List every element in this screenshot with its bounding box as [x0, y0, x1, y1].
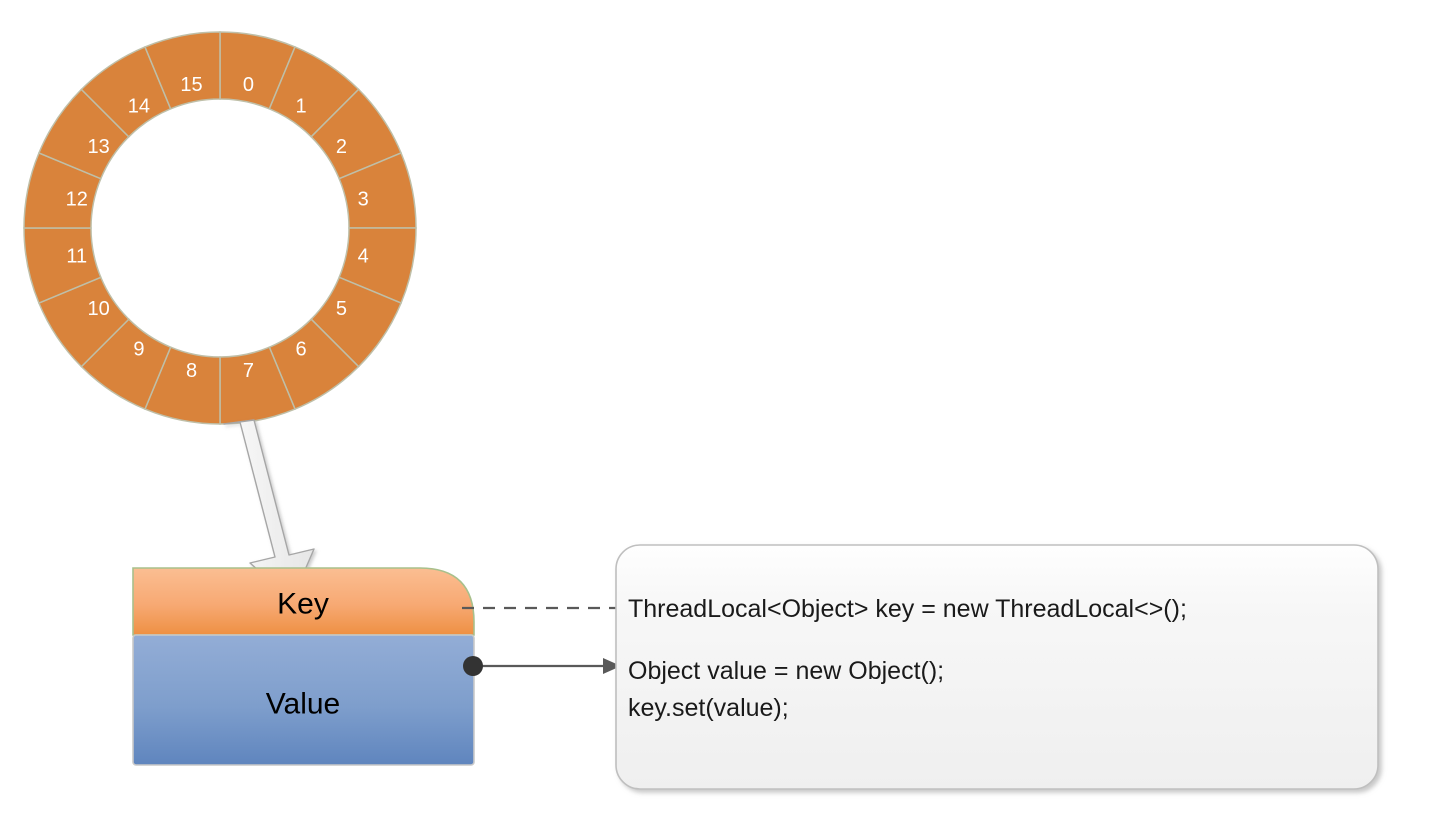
- ring-segment-15[interactable]: [144, 31, 221, 110]
- ring-segment-label-2: 2: [336, 136, 347, 158]
- code-line-key-declaration: ThreadLocal<Object> key = new ThreadLoca…: [628, 595, 1187, 623]
- ring-segment-label-7: 7: [243, 360, 254, 382]
- ring-segment-label-11: 11: [66, 245, 87, 267]
- ring-segment-label-0: 0: [243, 74, 254, 96]
- value-box[interactable]: [132, 634, 475, 766]
- code-line-value-creation: Object value = new Object();: [628, 657, 944, 685]
- key-box-label: Key: [277, 588, 329, 621]
- ring-segment-label-9: 9: [133, 338, 144, 360]
- ring-segment-label-6: 6: [296, 338, 307, 360]
- key-box[interactable]: [132, 567, 475, 636]
- ring-segment-label-15: 15: [180, 74, 202, 96]
- ring-segment-label-12: 12: [66, 189, 88, 211]
- code-line-key-set: key.set(value);: [628, 694, 789, 722]
- ring-segment-label-10: 10: [87, 298, 109, 320]
- ring-segment-label-14: 14: [128, 96, 150, 118]
- value-connector-arrowhead: [603, 658, 621, 674]
- value-box-label: Value: [266, 688, 341, 721]
- ring-segment-label-3: 3: [358, 189, 369, 211]
- ring-segment-label-1: 1: [296, 96, 307, 118]
- ring-segment-label-4: 4: [358, 245, 369, 267]
- ring-segment-label-8: 8: [186, 360, 197, 382]
- code-callout-box: [615, 544, 1379, 790]
- ring-segments[interactable]: [23, 31, 417, 425]
- value-connector-dot: [463, 656, 483, 676]
- value-to-code-connector: [463, 656, 621, 676]
- ring-segment-label-5: 5: [336, 298, 347, 320]
- ring-segment-label-13: 13: [87, 136, 109, 158]
